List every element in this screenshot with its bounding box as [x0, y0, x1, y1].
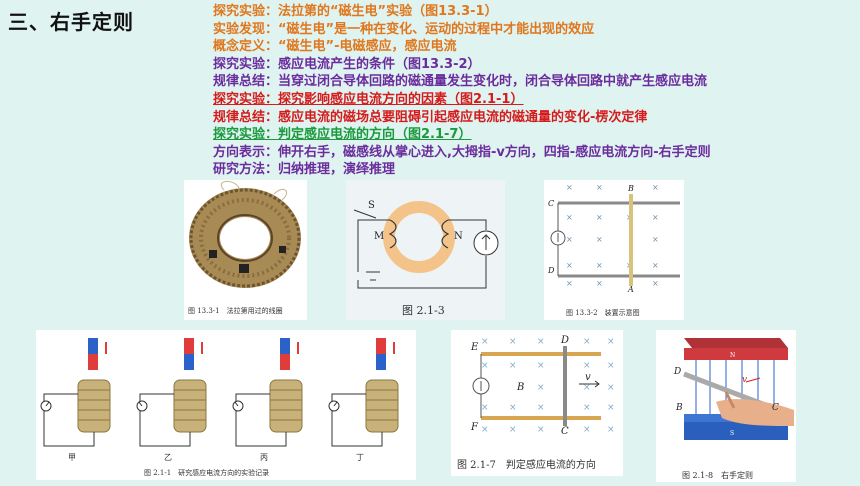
rails-b-label-c: C: [561, 426, 569, 437]
hand-caption: 图 2.1-8 右手定则: [682, 471, 754, 480]
svg-text:×: ×: [596, 213, 603, 222]
line-6: 探究实验：探究影响感应电流方向的因素（图2.1-1）: [213, 91, 524, 107]
svg-text:×: ×: [481, 403, 489, 413]
hand-label-b: B: [675, 403, 683, 413]
slide-title: 三、右手定则: [8, 10, 134, 34]
setup-bing: [232, 338, 303, 447]
rails-a-diagram: ××× ×××× ××× ×××× ××× B C D A: [547, 183, 680, 294]
line-10: 研究方法：归纳推理，演绎推理: [213, 162, 396, 178]
svg-text:×: ×: [652, 279, 659, 288]
rails-b-label-f: F: [470, 422, 479, 433]
svg-text:×: ×: [652, 235, 659, 244]
svg-text:×: ×: [607, 361, 615, 371]
svg-text:×: ×: [481, 337, 489, 347]
setup-yi: [136, 338, 207, 447]
ring-label-n: N: [454, 231, 463, 242]
line-1: 探究实验：法拉第的“磁生电”实验（图13.3-1）: [213, 4, 498, 19]
rails-b-caption: 图 2.1-7 判定感应电流的方向: [457, 460, 596, 471]
line-7: 规律总结：感应电流的磁场总要阻碍引起感应电流的磁通量的变化-楞次定律: [213, 109, 648, 125]
svg-text:×: ×: [566, 261, 573, 270]
magnet-label-yi: 乙: [164, 453, 172, 462]
rails-a-caption: 图 13.3-2 装置示意图: [566, 309, 640, 317]
svg-text:×: ×: [583, 425, 591, 435]
svg-text:×: ×: [566, 183, 573, 192]
content-lines: 探究实验：法拉第的“磁生电”实验（图13.3-1） 实验发现：“磁生电”是一种在…: [213, 3, 853, 179]
ring-label-m: M: [374, 231, 384, 242]
svg-text:×: ×: [566, 213, 573, 222]
figure-rails-a: ××× ×××× ××× ×××× ××× B C D A 图 13.3-2 装…: [544, 180, 684, 320]
hand-label-n: N: [730, 352, 735, 359]
rails-b-label-b: B: [516, 382, 524, 393]
rails-b-diagram: ××××× ××××× ×××× ××××× ××××× E D B v F C: [470, 335, 615, 437]
magnet-label-jia: 甲: [68, 453, 76, 462]
svg-text:×: ×: [481, 361, 489, 371]
svg-text:×: ×: [537, 361, 545, 371]
svg-text:×: ×: [509, 403, 517, 413]
svg-text:×: ×: [583, 361, 591, 371]
line-4: 探究实验：感应电流产生的条件（图13.3-2）: [213, 56, 481, 72]
svg-text:×: ×: [583, 403, 591, 413]
rails-b-label-v: v: [585, 372, 591, 383]
rails-a-label-c: C: [548, 199, 554, 208]
svg-text:×: ×: [566, 279, 573, 288]
svg-text:×: ×: [537, 383, 545, 393]
rails-a-label-b: B: [627, 184, 634, 193]
rails-a-label-a: A: [627, 285, 634, 294]
line-5: 规律总结：当穿过闭合导体回路的磁通量发生变化时，闭合导体回路中就产生感应电流: [213, 74, 708, 90]
magnet-label-bing: 丙: [260, 453, 268, 462]
line-3: 概念定义：“磁生电”-电磁感应，感应电流: [213, 39, 457, 55]
magnet-label-ding: 丁: [356, 453, 364, 462]
svg-text:×: ×: [652, 261, 659, 270]
magnets-caption: 图 2.1-1 研究感应电流方向的实验记录: [144, 469, 270, 477]
svg-text:×: ×: [652, 213, 659, 222]
svg-text:×: ×: [481, 425, 489, 435]
setup-ding: [328, 338, 399, 447]
svg-text:×: ×: [537, 337, 545, 347]
svg-text:×: ×: [652, 183, 659, 192]
svg-text:×: ×: [583, 383, 591, 393]
rails-b-label-d: D: [560, 335, 569, 346]
svg-text:×: ×: [566, 235, 573, 244]
coil-caption: 图 13.3-1 法拉第用过的线圈: [188, 307, 283, 315]
svg-text:×: ×: [607, 383, 615, 393]
figure-hand: N S D v B C 图 2.1-8 右手定则: [656, 330, 796, 482]
magnets-diagram: 甲 乙 丙 丁: [40, 338, 399, 462]
figure-magnets: 甲 乙 丙 丁 图 2.1-1 研究感应电流方向的实验记录: [36, 330, 416, 480]
ring-caption: 图 2.1-3: [402, 304, 445, 317]
svg-text:×: ×: [537, 403, 545, 413]
svg-text:×: ×: [607, 403, 615, 413]
svg-text:×: ×: [596, 279, 603, 288]
figure-ring: S M N 图 2.1-3: [346, 180, 505, 320]
line-8: 探究实验：判定感应电流的方向（图2.1-7）: [213, 127, 472, 143]
svg-text:×: ×: [607, 425, 615, 435]
ring-circuit: S M N: [353, 200, 499, 289]
svg-text:×: ×: [596, 261, 603, 270]
line-9: 方向表示：伸开右手，磁感线从掌心进入,大拇指-v方向，四指-感应电流方向-右手定…: [213, 144, 711, 160]
line-2: 实验发现：“磁生电”是一种在变化、运动的过程中才能出现的效应: [213, 21, 595, 37]
figure-rails-b: ××××× ××××× ×××× ××××× ××××× E D B v F C…: [451, 330, 623, 476]
svg-text:×: ×: [509, 361, 517, 371]
rails-a-label-d: D: [547, 266, 555, 275]
svg-text:×: ×: [509, 425, 517, 435]
hand-label-d: D: [673, 367, 681, 377]
hand-label-v: v: [742, 375, 747, 385]
setup-jia: [40, 338, 111, 447]
ring-label-s: S: [368, 200, 375, 211]
svg-text:×: ×: [509, 337, 517, 347]
svg-text:×: ×: [583, 337, 591, 347]
svg-text:×: ×: [596, 183, 603, 192]
coil-illustration: [189, 181, 301, 288]
hand-label-c: C: [772, 403, 779, 413]
hand-diagram: N S D v B C: [673, 338, 794, 440]
svg-text:×: ×: [607, 337, 615, 347]
svg-text:×: ×: [596, 235, 603, 244]
hand-label-s: S: [730, 430, 734, 437]
svg-text:×: ×: [537, 425, 545, 435]
figure-coil: 图 13.3-1 法拉第用过的线圈: [184, 180, 307, 320]
rails-b-label-e: E: [470, 342, 479, 353]
